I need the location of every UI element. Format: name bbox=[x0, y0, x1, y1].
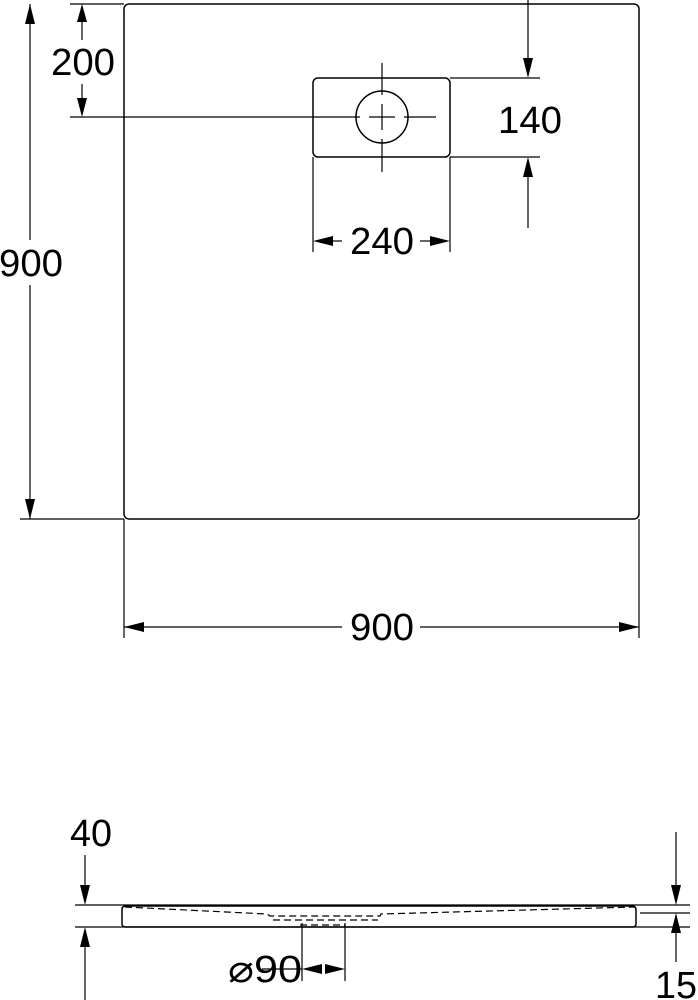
side-view: 40 15 ⌀90 bbox=[70, 813, 697, 1000]
dim-drain-offset: 200 bbox=[51, 3, 124, 117]
drain-centerlines bbox=[70, 63, 436, 172]
label-900-width: 900 bbox=[350, 607, 414, 649]
label-diameter-90: ⌀90 bbox=[228, 949, 302, 991]
label-15: 15 bbox=[655, 965, 697, 1000]
label-140: 140 bbox=[498, 100, 562, 142]
tray-outline bbox=[123, 3, 640, 520]
dim-depth: 900 bbox=[0, 4, 124, 520]
dim-drain-box-width: 240 bbox=[312, 157, 451, 263]
dim-width: 900 bbox=[123, 519, 640, 649]
dim-total-height: 40 bbox=[70, 813, 112, 1000]
label-240: 240 bbox=[350, 221, 414, 263]
tray-slope-dashed bbox=[124, 906, 636, 917]
label-40: 40 bbox=[70, 813, 112, 855]
top-view: 200 140 240 900 bbox=[0, 0, 640, 649]
dim-drain-box-height: 140 bbox=[450, 0, 562, 228]
label-200: 200 bbox=[51, 42, 115, 84]
label-900-depth: 900 bbox=[0, 243, 63, 285]
dim-edge-height: 15 bbox=[655, 832, 697, 1000]
dim-drain-diameter: ⌀90 bbox=[228, 923, 346, 991]
tray-profile bbox=[121, 905, 637, 928]
